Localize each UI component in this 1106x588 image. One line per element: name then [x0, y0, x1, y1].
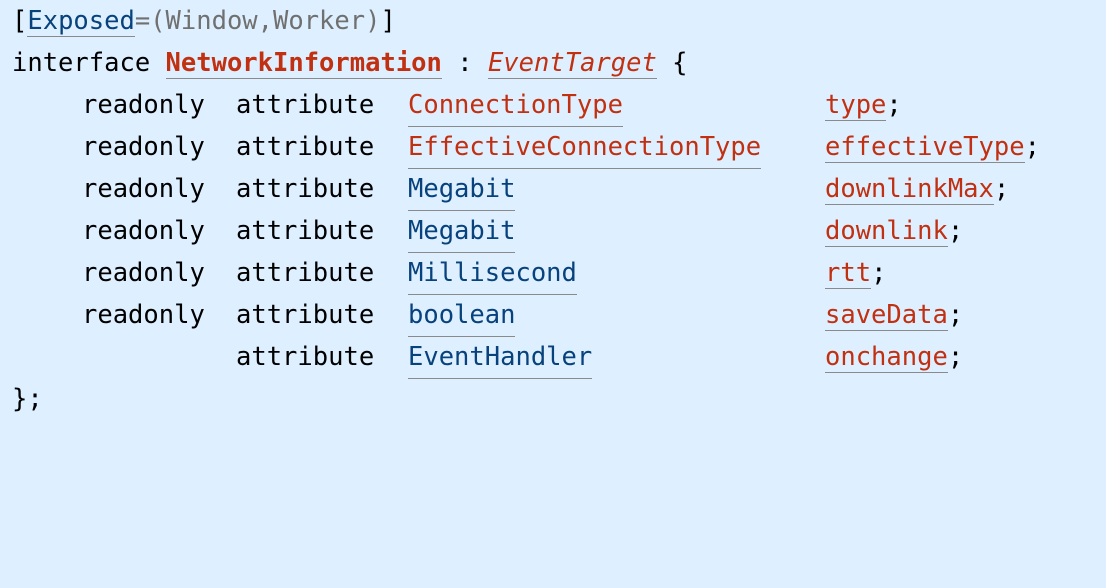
interface-declaration-line: interface NetworkInformation : EventTarg… — [12, 42, 688, 84]
attribute-keyword: attribute — [236, 342, 375, 372]
attribute-line: attribute EventHandler onchange; — [12, 336, 1102, 379]
attribute-name-link[interactable]: downlinkMax — [825, 174, 994, 205]
attribute-keyword: attribute — [236, 90, 375, 120]
attribute-keyword: attribute — [236, 300, 375, 330]
attribute-name-group: downlinkMax; — [825, 168, 1009, 210]
attribute-line: readonly attribute boolean saveData; — [12, 294, 1102, 337]
attribute-name-link[interactable]: rtt — [825, 258, 872, 289]
attribute-type-link[interactable]: Megabit — [408, 210, 516, 253]
idl-code-block: [Exposed=(Window,Worker)] interface Netw… — [12, 0, 1102, 420]
open-bracket: [ — [12, 6, 28, 36]
semicolon: ; — [947, 300, 964, 330]
semicolon: ; — [947, 216, 964, 246]
attribute-type-link[interactable]: Megabit — [408, 168, 516, 211]
attribute-type-link[interactable]: EffectiveConnectionType — [408, 126, 762, 169]
attribute-name-group: type; — [825, 84, 902, 126]
attribute-name-link[interactable]: saveData — [825, 300, 948, 331]
attribute-keyword: attribute — [236, 216, 375, 246]
attribute-name-group: onchange; — [825, 336, 963, 378]
inherits-separator: : — [441, 48, 488, 78]
attribute-name-link[interactable]: downlink — [825, 216, 948, 247]
close-brace: }; — [12, 384, 43, 414]
interface-name-link[interactable]: NetworkInformation — [165, 48, 442, 79]
attribute-keyword: attribute — [236, 258, 375, 288]
semicolon: ; — [1024, 132, 1040, 162]
attribute-name-group: downlink; — [825, 210, 963, 252]
exposed-link[interactable]: Exposed — [27, 6, 135, 37]
attribute-name-link[interactable]: effectiveType — [825, 132, 1025, 163]
attribute-name-link[interactable]: type — [825, 90, 887, 121]
readonly-keyword: readonly — [82, 300, 205, 330]
attribute-type-link[interactable]: boolean — [408, 294, 516, 337]
extended-attribute-line: [Exposed=(Window,Worker)] — [12, 0, 396, 42]
semicolon: ; — [886, 90, 902, 120]
readonly-keyword: readonly — [82, 174, 205, 204]
readonly-keyword: readonly — [82, 90, 205, 120]
parent-interface-link[interactable]: EventTarget — [487, 48, 657, 79]
attribute-line: readonly attribute Millisecond rtt; — [12, 252, 1102, 295]
attribute-type-link[interactable]: EventHandler — [408, 336, 593, 379]
exposed-args: =(Window,Worker) — [134, 6, 381, 36]
attribute-line: readonly attribute Megabit downlink; — [12, 210, 1102, 253]
attribute-name-group: rtt; — [825, 252, 886, 294]
open-brace: { — [656, 48, 688, 78]
close-bracket: ] — [380, 6, 396, 36]
attribute-name-link[interactable]: onchange — [825, 342, 948, 373]
closing-brace-line: }; — [12, 378, 43, 420]
attribute-line: readonly attribute Megabit downlinkMax; — [12, 168, 1102, 211]
attribute-type-link[interactable]: Millisecond — [408, 252, 577, 295]
attribute-name-group: saveData; — [825, 294, 963, 336]
readonly-keyword: readonly — [82, 216, 205, 246]
semicolon: ; — [947, 342, 964, 372]
attribute-type-link[interactable]: ConnectionType — [408, 84, 623, 127]
attribute-keyword: attribute — [236, 132, 375, 162]
readonly-keyword: readonly — [82, 132, 205, 162]
attribute-name-group: effectiveType; — [825, 126, 1040, 168]
readonly-keyword: readonly — [82, 258, 205, 288]
semicolon: ; — [871, 258, 887, 288]
attribute-line: readonly attribute ConnectionType type; — [12, 84, 1102, 127]
attribute-line: readonly attribute EffectiveConnectionTy… — [12, 126, 1102, 169]
interface-keyword: interface — [12, 48, 166, 78]
attribute-keyword: attribute — [236, 174, 375, 204]
semicolon: ; — [993, 174, 1010, 204]
